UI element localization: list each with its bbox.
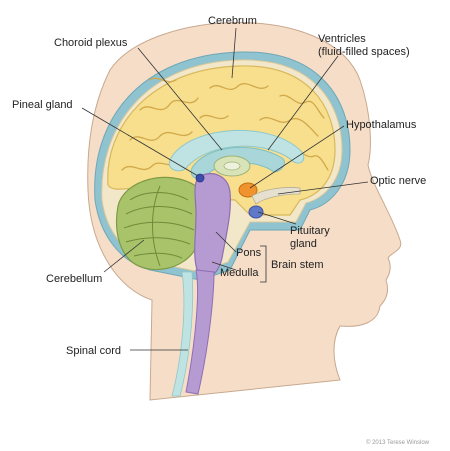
label-cerebellum: Cerebellum: [46, 273, 102, 285]
label-choroid-plexus: Choroid plexus: [54, 37, 128, 49]
label-pineal-gland: Pineal gland: [12, 99, 73, 111]
label-brain-stem: Brain stem: [271, 259, 324, 271]
label-medulla: Medulla: [220, 267, 259, 279]
thalamus-inner: [224, 162, 240, 170]
label-optic-nerve: Optic nerve: [370, 175, 426, 187]
label-cerebrum: Cerebrum: [208, 15, 257, 27]
pituitary-gland: [249, 206, 263, 218]
label-pons: Pons: [236, 247, 262, 259]
label-ventricles-sub: (fluid-filled spaces): [318, 46, 410, 58]
copyright-credit: © 2013 Terese Winslow: [366, 439, 430, 446]
label-hypothalamus: Hypothalamus: [346, 119, 417, 131]
label-pituitary: Pituitary: [290, 225, 330, 237]
label-spinal-cord: Spinal cord: [66, 345, 121, 357]
label-ventricles: Ventricles: [318, 33, 366, 45]
label-pituitary-sub: gland: [290, 238, 317, 250]
